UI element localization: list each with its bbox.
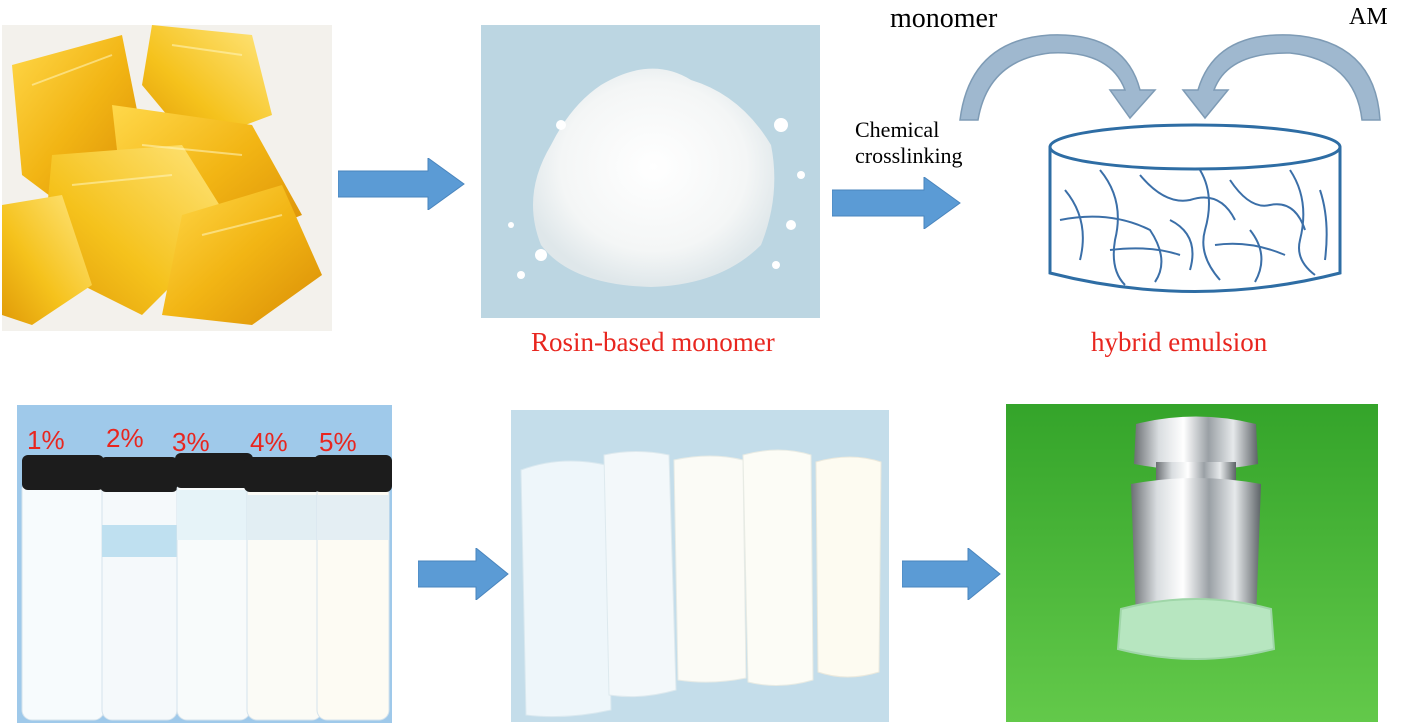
arrow-right-2 xyxy=(832,177,961,229)
hybrid-emulsion-diagram xyxy=(959,34,1381,293)
arrow-right-3 xyxy=(418,548,509,600)
metal-weight xyxy=(1131,416,1261,628)
rosin-based-monomer-caption: Rosin-based monomer xyxy=(531,327,775,357)
chemical-label-line1: Chemical xyxy=(855,117,940,142)
hybrid-emulsion-caption: hybrid emulsion xyxy=(1091,327,1268,357)
gel-cylinders xyxy=(520,449,882,718)
curved-arrow-monomer xyxy=(959,34,1157,121)
vial-label-1: 1% xyxy=(27,425,65,455)
gel-cylinders-photo xyxy=(511,410,889,722)
vial-label-4: 4% xyxy=(250,427,288,457)
arrow-right-4 xyxy=(902,548,1001,600)
weight-on-gel-photo xyxy=(1006,404,1378,722)
gel-disc xyxy=(1116,598,1276,660)
monomer-label: monomer xyxy=(890,3,998,34)
am-label: AM xyxy=(1349,4,1388,30)
chemical-crosslinking-label: Chemical crosslinking xyxy=(855,117,963,170)
vial-label-5: 5% xyxy=(319,427,357,457)
vial-label-2: 2% xyxy=(106,423,144,453)
curved-arrow-am xyxy=(1181,34,1381,121)
polymer-network xyxy=(1059,169,1328,286)
arrow-right-1 xyxy=(338,158,465,210)
rosin-monomer-powder-photo xyxy=(481,25,820,318)
emulsion-vials-photo: 1% 2% 3% 4% 5% xyxy=(17,405,392,723)
emulsion-vessel xyxy=(1048,123,1342,293)
vials xyxy=(21,453,392,721)
rosin-chunks-photo xyxy=(2,25,332,331)
chemical-label-line2: crosslinking xyxy=(855,143,963,169)
vial-label-3: 3% xyxy=(172,427,210,457)
